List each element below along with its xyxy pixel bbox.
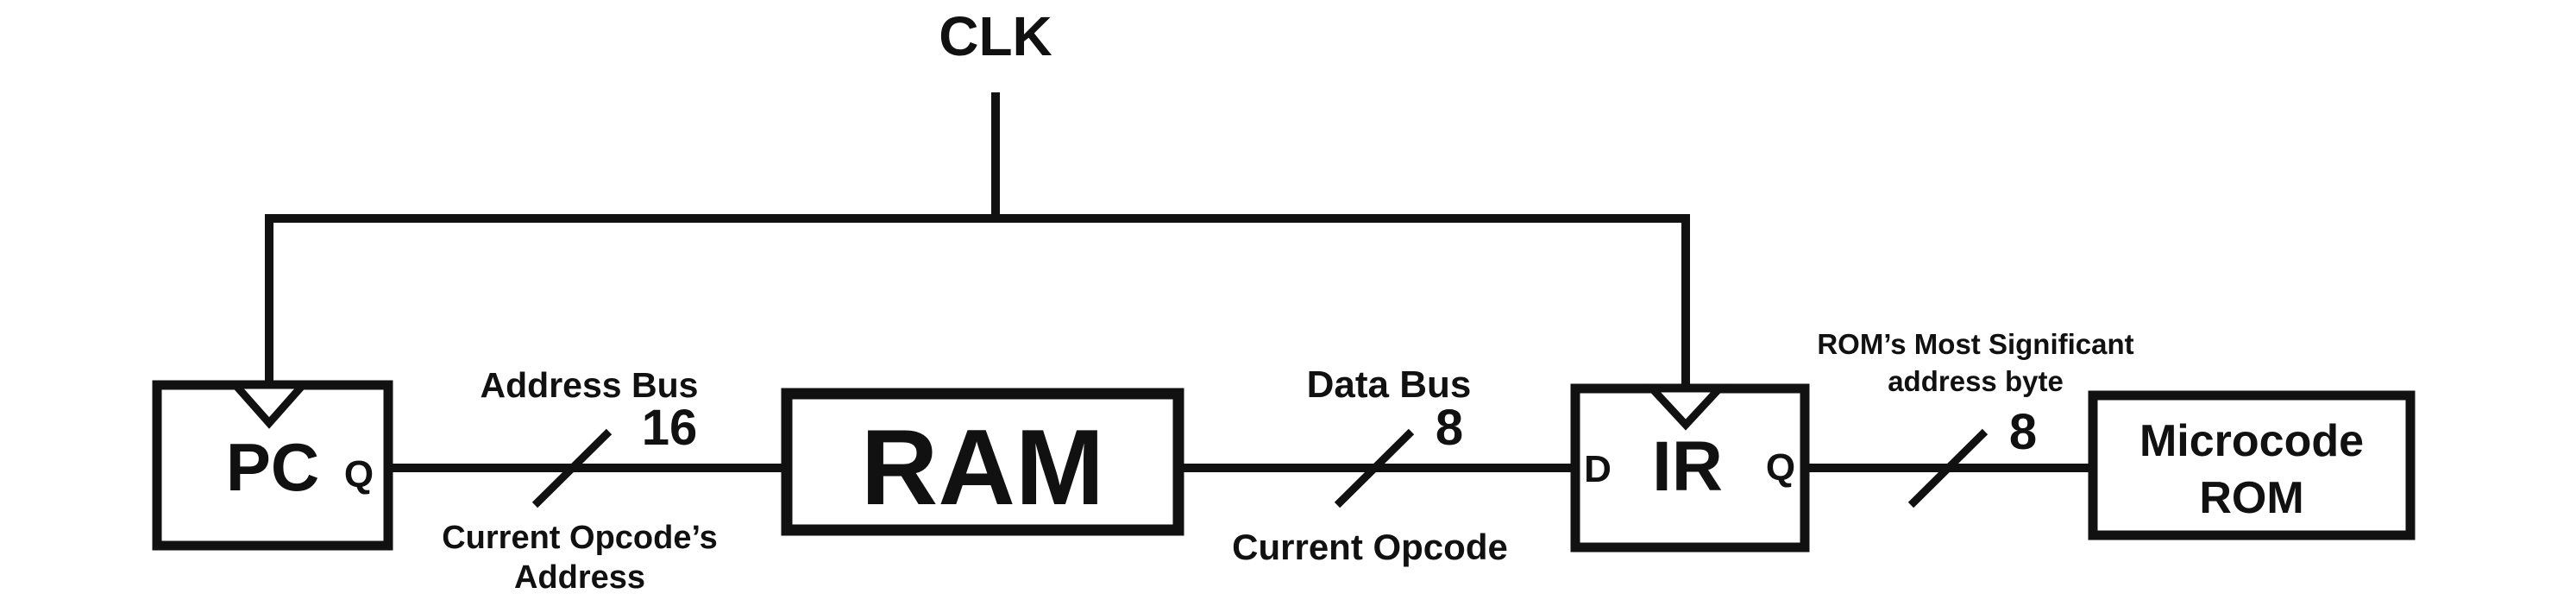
- microcode-rom-block: Microcode ROM: [2088, 390, 2416, 540]
- ram-label: RAM: [861, 408, 1104, 527]
- address-bus-width-slash: [531, 428, 613, 508]
- ram-box: [781, 388, 1184, 536]
- address-bus-caption-line2: Address: [514, 559, 645, 596]
- ir-input-port: D: [1584, 448, 1612, 490]
- data-bus-name: Data Bus: [1307, 363, 1472, 406]
- ram-block: RAM: [781, 388, 1184, 536]
- rom-bus-width: 8: [2009, 404, 2037, 460]
- data-bus-width-slash: [1334, 428, 1415, 508]
- address-bus-name: Address Bus: [481, 365, 699, 405]
- pc-output-port: Q: [344, 453, 374, 496]
- ir-register: D IR Q: [1570, 383, 1810, 553]
- ir-label: IR: [1652, 427, 1723, 506]
- pc-label: PC: [226, 429, 319, 505]
- microcode-rom-label-line2: ROM: [2199, 473, 2303, 523]
- rom-bus-width-slash: [1907, 428, 1989, 508]
- address-bus-width: 16: [642, 400, 698, 456]
- microcode-rom-box: [2088, 390, 2416, 540]
- address-bus-caption-line1: Current Opcode’s: [442, 520, 718, 556]
- pc-register: PC Q: [152, 380, 393, 551]
- data-bus-width: 8: [1436, 400, 1463, 456]
- clk-label: CLK: [939, 5, 1052, 67]
- ir-clock-triangle-icon: [1643, 384, 1729, 431]
- rom-bus-name-line2: address byte: [1888, 365, 2064, 397]
- clock-wires: [265, 92, 1690, 393]
- data-bus-caption: Current Opcode: [1232, 527, 1508, 567]
- pc-clock-triangle-icon: [226, 381, 312, 429]
- ir-output-port: Q: [1766, 446, 1795, 489]
- microcode-rom-label-line1: Microcode: [2139, 416, 2364, 466]
- rom-bus-name-line1: ROM’s Most Significant: [1817, 328, 2133, 360]
